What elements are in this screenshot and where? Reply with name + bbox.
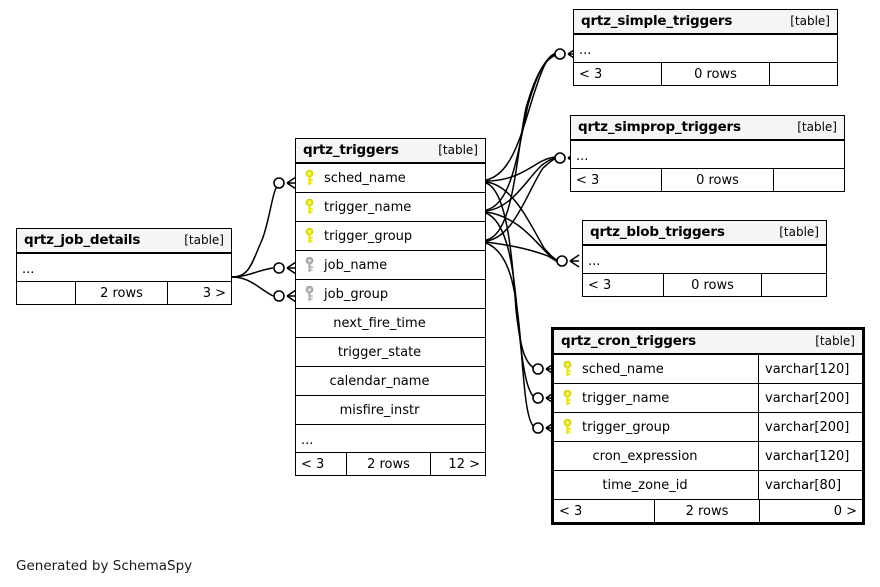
column-row-misfire-instr[interactable]: misfire_instr <box>296 395 485 424</box>
table-type-tag: [table] <box>790 14 830 28</box>
table-footer: < 3 0 rows <box>571 168 844 191</box>
column-name: trigger_group <box>582 419 671 435</box>
footer-row-count: 2 rows <box>75 282 167 304</box>
column-type: varchar[120] <box>758 355 862 383</box>
column-name: trigger_group <box>324 228 413 244</box>
table-header: qrtz_blob_triggers [table] <box>583 221 826 245</box>
generated-by-caption: Generated by SchemaSpy <box>16 558 193 574</box>
column-row-next-fire-time[interactable]: next_fire_time <box>296 308 485 337</box>
column-name: trigger_state <box>337 344 422 360</box>
column-row-cron-expression[interactable]: cron_expression varchar[120] <box>554 441 862 470</box>
footer-row-count: 2 rows <box>654 500 759 522</box>
footer-parents-count: < 3 <box>559 503 583 519</box>
primary-key-icon <box>296 228 322 244</box>
footer-parents-count: < 3 <box>579 66 603 82</box>
column-name: misfire_instr <box>339 402 420 418</box>
table-footer: 2 rows 3 > <box>17 281 231 304</box>
footer-children-count: 0 > <box>759 500 862 522</box>
primary-key-icon <box>554 390 580 406</box>
column-row-job-name[interactable]: job_name <box>296 250 485 279</box>
table-header: qrtz_job_details [table] <box>17 229 231 253</box>
table-name: qrtz_simprop_triggers <box>578 119 741 135</box>
column-row-trigger-name[interactable]: trigger_name <box>296 192 485 221</box>
table-qrtz-simple-triggers[interactable]: qrtz_simple_triggers [table] ... < 3 0 r… <box>573 9 838 86</box>
table-type-tag: [table] <box>815 334 855 348</box>
column-row-sched-name[interactable]: sched_name <box>296 163 485 192</box>
table-footer: < 3 2 rows 12 > <box>296 452 485 475</box>
column-row-time-zone-id[interactable]: time_zone_id varchar[80] <box>554 470 862 499</box>
footer-children-count <box>773 169 844 191</box>
table-type-tag: [table] <box>779 225 819 239</box>
column-name: cron_expression <box>592 448 698 464</box>
footer-row-count: 0 rows <box>663 274 761 296</box>
column-type: varchar[120] <box>758 442 862 470</box>
table-name: qrtz_cron_triggers <box>561 333 696 349</box>
column-name: sched_name <box>324 170 406 186</box>
table-name: qrtz_triggers <box>303 142 399 158</box>
column-name: calendar_name <box>329 373 430 389</box>
column-row-trigger-state[interactable]: trigger_state <box>296 337 485 366</box>
column-row-trigger-group[interactable]: trigger_group <box>296 221 485 250</box>
table-qrtz-simprop-triggers[interactable]: qrtz_simprop_triggers [table] ... < 3 0 … <box>570 115 845 192</box>
footer-row-count: 0 rows <box>661 169 773 191</box>
foreign-key-icon <box>296 286 322 302</box>
table-qrtz-blob-triggers[interactable]: qrtz_blob_triggers [table] ... < 3 0 row… <box>582 220 827 297</box>
collapsed-columns-indicator: ... <box>574 34 837 62</box>
column-name: sched_name <box>582 361 664 377</box>
foreign-key-icon <box>296 257 322 273</box>
column-name: trigger_name <box>324 199 412 215</box>
table-footer: < 3 0 rows <box>583 273 826 296</box>
footer-row-count: 0 rows <box>661 63 769 85</box>
table-qrtz-job-details[interactable]: qrtz_job_details [table] ... 2 rows 3 > <box>16 228 232 305</box>
column-type: varchar[80] <box>758 471 862 499</box>
primary-key-icon <box>296 170 322 186</box>
table-footer: < 3 2 rows 0 > <box>554 499 862 522</box>
footer-parents-count: < 3 <box>301 456 325 472</box>
column-row-job-group[interactable]: job_group <box>296 279 485 308</box>
column-name: next_fire_time <box>333 315 426 331</box>
column-row-calendar-name[interactable]: calendar_name <box>296 366 485 395</box>
table-header: qrtz_cron_triggers [table] <box>554 330 862 354</box>
footer-row-count: 2 rows <box>346 453 430 475</box>
table-header: qrtz_simple_triggers [table] <box>574 10 837 34</box>
footer-parents-count: < 3 <box>588 277 612 293</box>
table-qrtz-triggers[interactable]: qrtz_triggers [table] sched_name trigger… <box>295 138 486 476</box>
primary-key-icon <box>554 361 580 377</box>
table-type-tag: [table] <box>184 233 224 247</box>
collapsed-columns-indicator: ... <box>296 424 485 452</box>
column-row-trigger-group[interactable]: trigger_group varchar[200] <box>554 412 862 441</box>
column-type: varchar[200] <box>758 413 862 441</box>
column-row-trigger-name[interactable]: trigger_name varchar[200] <box>554 383 862 412</box>
table-name: qrtz_blob_triggers <box>590 224 725 240</box>
footer-parents-count <box>17 282 75 304</box>
primary-key-icon <box>296 199 322 215</box>
collapsed-columns-indicator: ... <box>17 253 231 281</box>
table-header: qrtz_simprop_triggers [table] <box>571 116 844 140</box>
table-type-tag: [table] <box>438 143 478 157</box>
collapsed-columns-indicator: ... <box>571 140 844 168</box>
primary-key-icon <box>554 419 580 435</box>
footer-children-count: 3 > <box>167 282 231 304</box>
column-name: job_group <box>324 286 389 302</box>
column-name: trigger_name <box>582 390 670 406</box>
table-name: qrtz_job_details <box>24 232 141 248</box>
footer-children-count: 12 > <box>430 453 485 475</box>
footer-parents-count: < 3 <box>576 172 600 188</box>
footer-children-count <box>761 274 826 296</box>
table-footer: < 3 0 rows <box>574 62 837 85</box>
table-name: qrtz_simple_triggers <box>581 13 733 29</box>
column-name: time_zone_id <box>602 477 688 493</box>
table-type-tag: [table] <box>797 120 837 134</box>
table-header: qrtz_triggers [table] <box>296 139 485 163</box>
column-name: job_name <box>324 257 388 273</box>
footer-children-count <box>769 63 837 85</box>
table-qrtz-cron-triggers[interactable]: qrtz_cron_triggers [table] sched_name va… <box>551 327 865 525</box>
collapsed-columns-indicator: ... <box>583 245 826 273</box>
column-row-sched-name[interactable]: sched_name varchar[120] <box>554 354 862 383</box>
column-type: varchar[200] <box>758 384 862 412</box>
